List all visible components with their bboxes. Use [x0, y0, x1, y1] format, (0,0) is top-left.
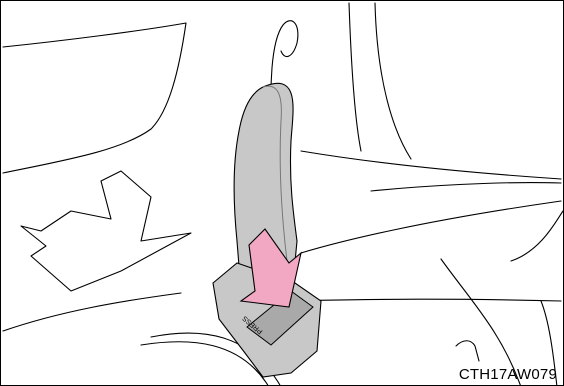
- seat-detail-shape: [21, 171, 191, 291]
- seat-cushion-line: [3, 23, 186, 173]
- lap-belt-upper: [301, 201, 561, 253]
- right-cushion-curve: [511, 211, 563, 261]
- seat-cushion-right-line: [371, 183, 561, 191]
- seat-edge-line: [3, 23, 186, 47]
- seat-back-base-line: [301, 151, 561, 179]
- seat-back-line-b: [375, 3, 411, 159]
- floor-line: [3, 293, 181, 331]
- anchor-bracket: [456, 341, 479, 361]
- seat-back-line-a: [349, 3, 361, 151]
- image-code-label: CTH17AW079: [459, 366, 557, 383]
